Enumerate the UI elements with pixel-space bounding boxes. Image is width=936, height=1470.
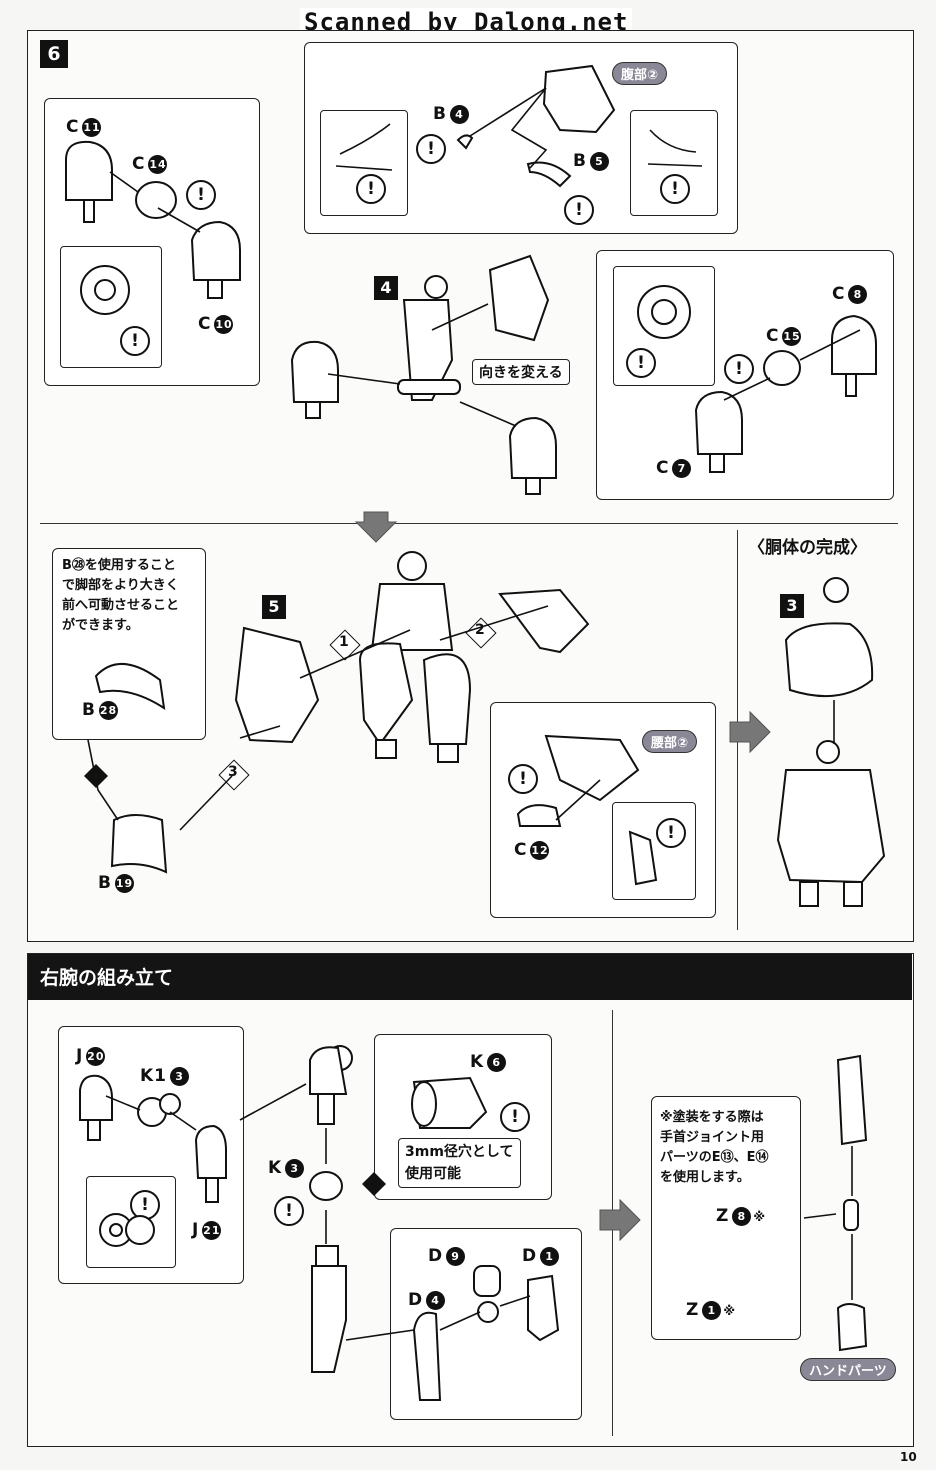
page-number: 10 (900, 1450, 917, 1464)
sub-step-5: 5 (262, 595, 286, 619)
note-line: 3mm径穴として (405, 1144, 514, 1160)
complete-step-3: 3 (780, 594, 804, 618)
leg-note: B㉘を使用すること で脚部をより大きく 前へ可動させること ができます。 (62, 556, 179, 636)
note-line: パーツのE⑬、E⑭ (660, 1150, 769, 1165)
warning-icon: ! (274, 1196, 304, 1226)
warning-icon: ! (500, 1102, 530, 1132)
waist-detail (612, 802, 696, 900)
paint-note: ※塗装をする際は 手首ジョイント用 パーツのE⑬、E⑭ を使用します。 (660, 1108, 769, 1188)
warning-icon: ! (660, 174, 690, 204)
note-line: で脚部をより大きく (62, 578, 179, 593)
warning-icon: ! (186, 180, 216, 210)
note-line: 前へ可動させること (62, 598, 180, 613)
tag-abdomen: 腹部② (612, 62, 668, 85)
arrow-down-icon (354, 511, 398, 543)
sequence-2-label: 2 (475, 622, 485, 638)
note-line: を使用します。 (660, 1170, 750, 1185)
arrow-right-icon (599, 1198, 641, 1242)
step-number-6: 6 (40, 40, 68, 68)
sub-step-4: 4 (374, 276, 398, 300)
warning-icon: ! (656, 818, 686, 848)
divider (40, 523, 898, 524)
note-line: ※塗装をする際は (660, 1110, 764, 1125)
tag-hand-parts: ハンドパーツ (800, 1358, 896, 1381)
arrow-right-icon (729, 710, 771, 754)
turn-label: 向きを変える (472, 359, 570, 385)
warning-icon: ! (724, 354, 754, 384)
warning-icon: ! (356, 174, 386, 204)
right-arm-header (28, 954, 912, 1000)
note-line: 使用可能 (405, 1166, 461, 1182)
right-arm-title: 右腕の組み立て (40, 967, 174, 989)
sequence-1-label: 1 (339, 634, 349, 650)
step5-drawing (84, 551, 886, 907)
note-line: B㉘を使用すること (62, 558, 176, 573)
note-line: 手首ジョイント用 (660, 1130, 765, 1145)
leg-note-box (52, 548, 206, 740)
sequence-3-label: 3 (228, 764, 238, 780)
warning-icon: ! (626, 348, 656, 378)
warning-icon: ! (508, 764, 538, 794)
step6-drawing (65, 64, 877, 495)
warning-icon: ! (564, 195, 594, 225)
warning-icon: ! (120, 326, 150, 356)
complete-title: 〈胴体の完成〉 (748, 538, 867, 558)
warning-icon: ! (416, 134, 446, 164)
paint-note-box (651, 1096, 801, 1340)
hole-note: 3mm径穴として 使用可能 (398, 1138, 521, 1188)
tag-waist: 腰部② (642, 730, 698, 753)
note-line: ができます。 (62, 618, 139, 633)
